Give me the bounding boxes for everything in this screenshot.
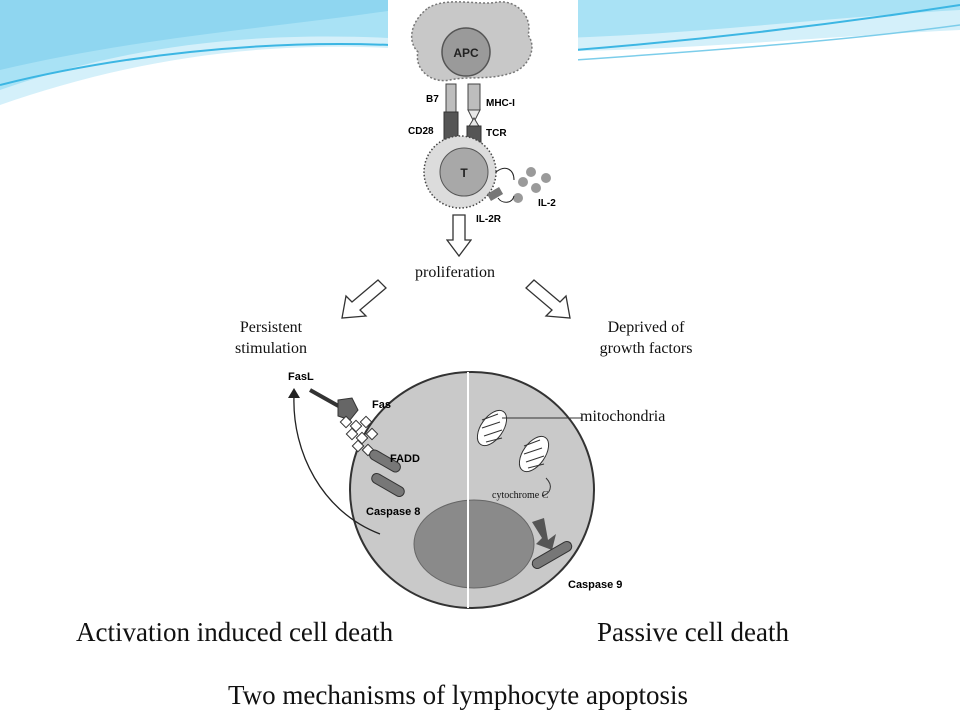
deprived-line: Deprived of — [607, 319, 685, 336]
apoptosis-cell-drawing: FasL Fas FADD Caspase 8 — [288, 371, 622, 609]
fasl-label: FasL — [288, 371, 314, 383]
down-arrow-icon — [446, 214, 472, 258]
t-cell-nucleus — [439, 147, 489, 197]
mitochondrion-1 — [476, 409, 508, 447]
cell-nucleus — [413, 499, 535, 589]
arrow-down-right-icon — [525, 279, 571, 319]
t-cell-activation-drawing: APC B7 MHC-I CD28 TCR T IL-2R IL-2 — [408, 1, 556, 225]
caspase8-label: Caspase 8 — [366, 506, 420, 518]
persistent-line: Persistent — [239, 319, 303, 336]
fas-label: Fas — [372, 399, 391, 411]
mitochondria-label: mitochondria — [580, 408, 666, 425]
tcr-label: TCR — [486, 128, 507, 139]
growth-factors-line: growth factors — [599, 340, 693, 357]
mhc-label: MHC-I — [486, 98, 515, 109]
il2-label: IL-2 — [538, 198, 556, 209]
passive-cell-death-caption: Passive cell death — [597, 617, 789, 647]
proliferation-label: proliferation — [415, 264, 495, 281]
apoptosis-cell-figure: FasL Fas FADD Caspase 8 — [282, 362, 640, 612]
deprived-growth-factors-label: Deprived of growth factors — [566, 317, 726, 359]
persistent-stimulation-label: Persistent stimulation — [200, 317, 342, 359]
apc-label: APC — [453, 46, 479, 60]
slide-title: Two mechanisms of lymphocyte apoptosis — [228, 680, 689, 710]
t-cell-label: T — [460, 166, 468, 180]
cd28-label: CD28 — [408, 126, 434, 137]
mitochondrion-2 — [518, 435, 550, 473]
arrow-down-left-icon — [341, 279, 387, 319]
il2r-label: IL-2R — [476, 214, 502, 225]
caspase9-label: Caspase 9 — [568, 579, 622, 591]
header-swoosh-decoration — [0, 0, 960, 105]
stimulation-line: stimulation — [235, 340, 307, 357]
cytochrome-c-label: cytochrome C — [492, 490, 549, 501]
fadd-label: FADD — [390, 453, 420, 465]
activation-induced-caption: Activation induced cell death — [76, 617, 394, 647]
apc-nucleus — [441, 27, 491, 77]
b7-label: B7 — [426, 94, 439, 105]
t-cell-activation-figure: APC B7 MHC-I CD28 TCR T IL-2R IL-2 — [388, 0, 578, 238]
